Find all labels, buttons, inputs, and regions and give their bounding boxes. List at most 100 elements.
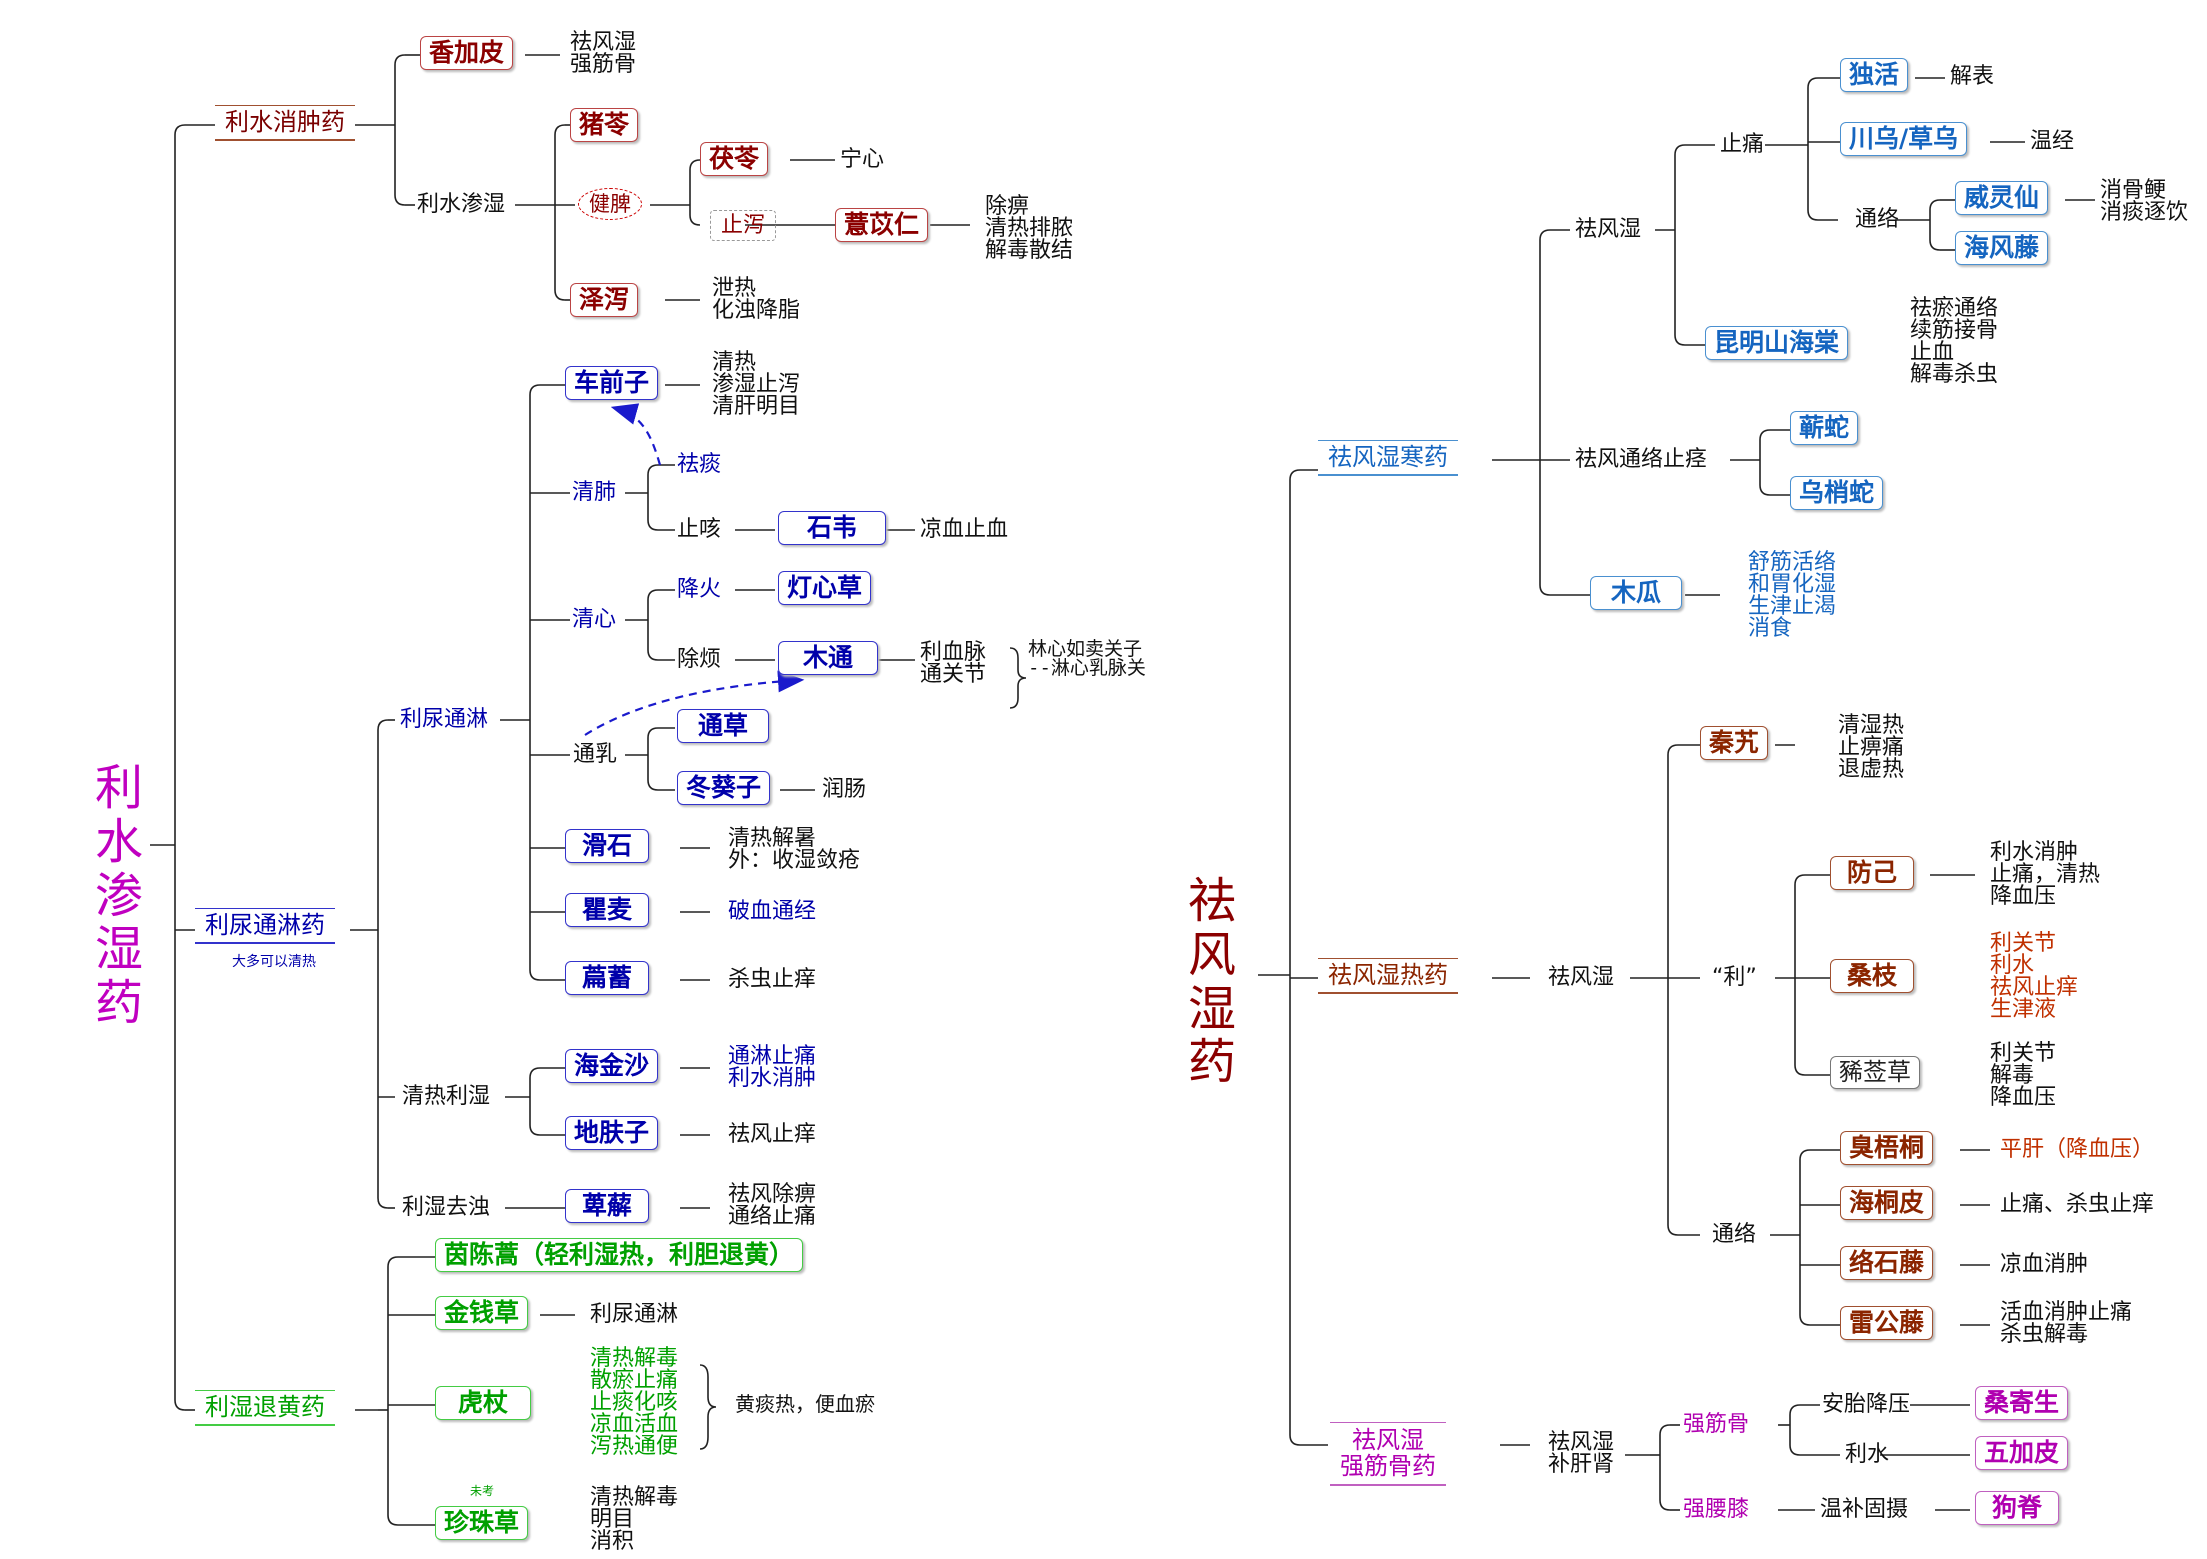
category-qufengshihan[interactable]: 祛风湿寒药 — [1318, 440, 1458, 477]
herb-fuling[interactable]: 茯苓 — [700, 142, 769, 177]
category-lishuixiaozhong[interactable]: 利水消肿药 — [215, 105, 355, 142]
herb-difuzi-effect: 祛风止痒 — [728, 1122, 817, 1147]
herb-weilingxian[interactable]: 威灵仙 — [1955, 181, 2049, 216]
herb-leigongteng[interactable]: 雷公藤 — [1840, 1306, 1934, 1341]
herb-xiangjiapi[interactable]: 香加皮 — [420, 36, 514, 71]
branch-qufengshi-2: 祛风湿 — [1548, 965, 1615, 990]
herb-gouji[interactable]: 狗脊 — [1975, 1491, 2060, 1526]
herb-mugua[interactable]: 木瓜 — [1590, 576, 1683, 611]
branch-qingxin: 清心 — [572, 607, 617, 632]
herb-yinchen[interactable]: 茵陈蒿（轻利湿热，利胆退黄） — [435, 1238, 804, 1273]
category-liniaotonglin-note: 大多可以清热 — [232, 954, 316, 970]
branch-jianghuo: 降火 — [677, 577, 722, 602]
herb-bixie[interactable]: 萆薢 — [565, 1189, 650, 1224]
herb-qinjiao[interactable]: 秦艽 — [1700, 726, 1769, 761]
herb-zhenzhucao[interactable]: 珍珠草 — [435, 1506, 529, 1541]
root-lishuishenshi: 利 水 渗 湿 药 — [95, 760, 144, 1031]
herb-wushaoshe[interactable]: 乌梢蛇 — [1790, 476, 1884, 511]
herb-huzhang-effect: 清热解毒 散瘀止痛 止痰化咳 凉血活血 泻热通便 — [590, 1346, 679, 1459]
herb-zhenzhucao-effect: 清热解毒 明目 消积 — [590, 1485, 679, 1554]
herb-xixiancao-effect: 利关节 解毒 降血压 — [1990, 1041, 2057, 1110]
herb-difuzi[interactable]: 地肤子 — [565, 1116, 659, 1151]
herb-sangjisheng[interactable]: 桑寄生 — [1975, 1386, 2069, 1421]
herb-haijinsha-effect: 通淋止痛 利水消肿 — [728, 1044, 817, 1091]
branch-tongru: 通乳 — [573, 742, 618, 767]
herb-mutong[interactable]: 木通 — [778, 641, 879, 676]
herb-luoshiteng[interactable]: 络石藤 — [1840, 1246, 1934, 1281]
herb-fuling-effect: 宁心 — [840, 147, 885, 172]
category-qufengshi-qiangjingu[interactable]: 祛风湿 强筋骨药 — [1330, 1422, 1446, 1486]
branch-lishiquzhuo: 利湿去浊 — [402, 1195, 491, 1220]
branch-chufan: 除烦 — [677, 647, 722, 672]
root-qufengshi: 祛 风 湿 药 — [1188, 873, 1237, 1091]
branch-zhixie: 止泻 — [710, 210, 777, 242]
herb-sangzhi-effect: 利关节 利水 祛风止痒 生津液 — [1990, 931, 2079, 1022]
herb-dengxincao[interactable]: 灯心草 — [778, 571, 872, 606]
herb-haitongpi-effect: 止痛、杀虫止痒 — [2000, 1192, 2155, 1217]
herb-weilingxian-effect: 消骨鲠 消痰逐饮 — [2100, 178, 2189, 225]
herb-shiwei-effect: 凉血止血 — [920, 517, 1009, 542]
branch-zhitong: 止痛 — [1720, 132, 1765, 157]
herb-chuanwu[interactable]: 川乌/草乌 — [1840, 122, 1968, 157]
branch-antaijiangya: 安胎降压 — [1822, 1392, 1911, 1417]
herb-yiyiren[interactable]: 薏苡仁 — [835, 208, 929, 243]
herb-tongcao[interactable]: 通草 — [677, 709, 770, 744]
branch-qufengshi: 祛风湿 — [1575, 217, 1642, 242]
category-lishituihuang[interactable]: 利湿退黄药 — [195, 1390, 335, 1427]
herb-dongkuizi-effect: 润肠 — [822, 777, 867, 802]
herb-shiwei[interactable]: 石韦 — [778, 511, 887, 546]
herb-jinqiancao-effect: 利尿通淋 — [590, 1302, 679, 1327]
branch-lishui: 利水 — [1845, 1442, 1890, 1467]
herb-luoshiteng-effect: 凉血消肿 — [2000, 1252, 2089, 1277]
herb-qishe[interactable]: 蕲蛇 — [1790, 411, 1859, 446]
branch-zhike: 止咳 — [677, 517, 722, 542]
herb-zhenzhucao-tag: 未考 — [470, 1484, 495, 1498]
herb-bianxu-effect: 杀虫止痒 — [728, 967, 817, 992]
herb-xixiancao[interactable]: 豨莶草 — [1830, 1056, 1920, 1090]
branch-qiangjingu: 强筋骨 — [1683, 1412, 1750, 1437]
branch-qutan: 祛痰 — [677, 452, 722, 477]
branch-tongluozhijing: 祛风通络止痉 — [1575, 447, 1708, 472]
herb-kunmingshanhaitang[interactable]: 昆明山海棠 — [1705, 326, 1849, 361]
herb-dongkuizi[interactable]: 冬葵子 — [677, 771, 771, 806]
herb-chouwutong[interactable]: 臭梧桐 — [1840, 1131, 1934, 1166]
herb-haijinsha[interactable]: 海金沙 — [565, 1049, 659, 1084]
herb-duhuo[interactable]: 独活 — [1840, 58, 1909, 93]
herb-fangji-effect: 利水消肿 止痛，清热 降血压 — [1990, 840, 2101, 909]
herb-bixie-effect: 祛风除痹 通络止痛 — [728, 1182, 817, 1229]
herb-huzhang[interactable]: 虎杖 — [435, 1386, 532, 1421]
herb-zexie-effect: 泄热 化浊降脂 — [712, 276, 801, 323]
herb-haifengteng[interactable]: 海风藤 — [1955, 231, 2049, 266]
herb-duhuo-effect: 解表 — [1950, 64, 1995, 89]
herb-zhuling[interactable]: 猪苓 — [570, 108, 639, 143]
herb-qumai[interactable]: 瞿麦 — [565, 893, 650, 928]
branch-wenbuguse: 温补固摄 — [1820, 1497, 1909, 1522]
herb-zexie[interactable]: 泽泻 — [570, 283, 639, 318]
herb-yiyiren-effect: 除痹 清热排脓 解毒散结 — [985, 194, 1074, 263]
herb-bianxu[interactable]: 萹蓄 — [565, 961, 650, 996]
branch-qingrelishi: 清热利湿 — [402, 1084, 491, 1109]
herb-xiangjiapi-effect: 祛风湿 强筋骨 — [570, 30, 637, 77]
herb-mutong-effect: 利血脉 通关节 — [920, 640, 987, 687]
herb-huashi[interactable]: 滑石 — [565, 829, 650, 864]
branch-liniaotonglin: 利尿通淋 — [400, 707, 489, 732]
herb-mugua-effect: 舒筋活络 和胃化湿 生津止渴 消食 — [1748, 550, 1837, 641]
branch-tongluo-2: 通络 — [1712, 1222, 1757, 1247]
herb-jinqiancao[interactable]: 金钱草 — [435, 1296, 529, 1331]
branch-lishuishenshi: 利水渗湿 — [417, 192, 506, 217]
branch-qingfei: 清肺 — [572, 480, 617, 505]
herb-wujiapi[interactable]: 五加皮 — [1975, 1436, 2069, 1471]
herb-cheqianzi-effect: 清热 渗湿止泻 清肝明目 — [712, 350, 801, 419]
herb-qinjiao-effect: 清湿热 止痹痛 退虚热 — [1838, 713, 1905, 782]
category-liniaotonglin[interactable]: 利尿通淋药 — [195, 908, 335, 945]
herb-fangji[interactable]: 防己 — [1830, 856, 1915, 891]
branch-qiangyaoxi: 强腰膝 — [1683, 1497, 1750, 1522]
herb-kunming-effect: 祛瘀通络 续筋接骨 止血 解毒杀虫 — [1910, 296, 1999, 387]
branch-li: “利” — [1712, 965, 1757, 990]
herb-sangzhi[interactable]: 桑枝 — [1830, 959, 1915, 994]
herb-haitongpi[interactable]: 海桐皮 — [1840, 1186, 1934, 1221]
category-qufengshire[interactable]: 祛风湿热药 — [1318, 958, 1458, 995]
herb-cheqianzi[interactable]: 车前子 — [565, 366, 659, 401]
